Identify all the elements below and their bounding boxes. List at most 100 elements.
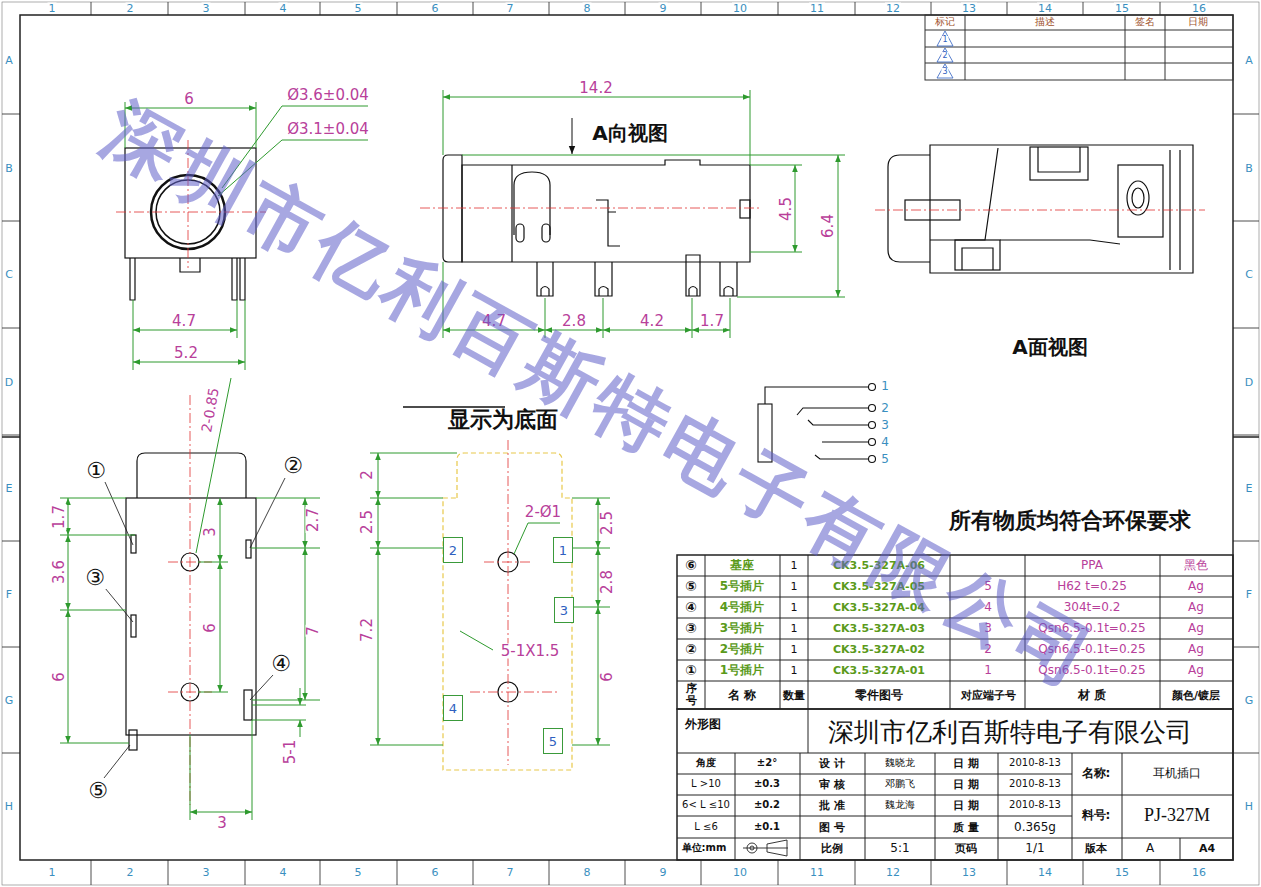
title-block-cell: 比例 — [820, 843, 844, 854]
side-view — [420, 118, 760, 296]
grid-reference: 1 — [48, 3, 57, 14]
table-cell: CK3.5-327A-04 — [832, 602, 926, 613]
grid-reference: A — [1244, 55, 1254, 66]
dimension-line — [68, 498, 69, 535]
title-block-cell: PJ-327M — [1143, 806, 1211, 824]
circuit-schematic — [869, 384, 876, 391]
title-block-cell: 耳机插口 — [1152, 767, 1202, 779]
table-cell: PPA — [1080, 559, 1104, 571]
grid-reference: 8 — [583, 3, 592, 14]
title-block-cell: 2010-8-13 — [1008, 758, 1062, 768]
revision-table — [925, 15, 1233, 80]
terminal-number: 2 — [880, 402, 890, 414]
table-cell: 304t=0.2 — [1063, 601, 1122, 613]
table-cell: ① — [684, 663, 698, 677]
dimension-line — [300, 720, 301, 737]
revision-number: 1 — [941, 36, 948, 44]
table-cell: 基座 — [729, 559, 755, 571]
dimension: 6.4 — [821, 213, 836, 239]
table-cell: 1 — [983, 664, 993, 676]
dimension-line — [598, 607, 599, 745]
title-block-cell: 魏晓龙 — [884, 758, 916, 768]
dimension-line — [370, 453, 610, 745]
grid-reference: 4 — [279, 3, 288, 14]
top-view — [137, 453, 246, 498]
revision-table — [937, 31, 953, 78]
title-block — [677, 774, 1233, 838]
dimension-line — [218, 106, 368, 196]
top-view — [126, 498, 256, 735]
sheet-frame — [1233, 114, 1259, 753]
grid-reference: 5 — [354, 867, 363, 878]
dimension-line — [443, 330, 545, 331]
table-cell: 1号插片 — [719, 664, 765, 676]
table-cell: 4号插片 — [719, 601, 765, 613]
title-block-cell: 设 计 — [818, 758, 846, 769]
title-block-cell: 深圳市亿利百斯特电子有限公司 — [827, 719, 1193, 745]
grid-reference: 14 — [1037, 867, 1053, 878]
grid-reference: D — [4, 377, 14, 388]
dimension-line — [196, 378, 231, 553]
table-cell: 3 — [983, 622, 993, 634]
table-cell: ③ — [684, 621, 698, 635]
table-cell: Ag — [1187, 664, 1205, 676]
terminal-number: 5 — [880, 453, 890, 465]
dimension: Ø3.6±0.04 — [286, 88, 370, 103]
parts-table — [705, 555, 1160, 709]
grid-reference: 14 — [1037, 3, 1053, 14]
dimension: 14.2 — [578, 81, 613, 96]
title-block-cell: 6< L ≤10 — [681, 800, 731, 810]
title-block-cell: 审 核 — [818, 779, 846, 790]
table-cell: 5 — [983, 580, 993, 592]
grid-reference: 16 — [1191, 3, 1207, 14]
callout-number: ① — [85, 460, 107, 482]
grid-reference: 10 — [732, 3, 748, 14]
grid-reference: 4 — [279, 867, 288, 878]
face-view — [875, 145, 1205, 273]
grid-reference: 8 — [583, 867, 592, 878]
dimension: 7.2 — [360, 617, 375, 643]
bottom-view — [443, 440, 572, 770]
table-cell: Qsn6.5-0.1t=0.25 — [1037, 664, 1146, 676]
dimension-line — [68, 535, 69, 610]
dimension: 7 — [306, 625, 321, 637]
grid-reference: D — [1244, 377, 1254, 388]
title-block-cell: 邓鹏飞 — [884, 779, 916, 789]
side-view — [443, 155, 462, 262]
dimension-line — [443, 90, 845, 338]
top-view — [131, 535, 136, 553]
face-view — [888, 155, 930, 262]
side-view — [720, 262, 737, 296]
table-cell: 1 — [790, 602, 799, 613]
pin-pad: 3 — [554, 597, 574, 623]
sheet-frame — [91, 860, 1160, 885]
title-block-cell: 0.365g — [1013, 821, 1057, 833]
watermark: 深圳市亿利百斯特电子有限公司 — [91, 91, 1108, 700]
title-block-cell: ±0.2 — [753, 800, 781, 810]
grid-reference: 2 — [126, 3, 135, 14]
dimension-line — [598, 548, 599, 607]
table-cell: CK3.5-327A-06 — [832, 560, 926, 571]
circuit-schematic — [869, 439, 876, 446]
title-block-cell: 批 准 — [818, 800, 846, 811]
title-block-cell: ±2° — [756, 758, 778, 768]
grid-reference: C — [4, 269, 14, 280]
title-block-cell: 日 期 — [952, 758, 980, 769]
table-cell: 3号插片 — [719, 622, 765, 634]
dimension-line — [692, 330, 730, 331]
table-cell: 数量 — [782, 690, 806, 701]
title-block-cell: A4 — [1198, 843, 1216, 854]
grid-reference: 12 — [885, 3, 901, 14]
grid-reference: 11 — [809, 3, 825, 14]
table-cell: CK3.5-327A-02 — [832, 644, 926, 655]
grid-reference: A — [4, 55, 14, 66]
dimension-line — [133, 362, 245, 363]
dimension: 2 — [360, 469, 375, 481]
side-view — [516, 224, 524, 242]
pin-number: 2 — [449, 544, 457, 557]
grid-reference: 2 — [126, 867, 135, 878]
title-block-cell: 图 号 — [818, 822, 846, 833]
table-cell: 2 — [983, 643, 993, 655]
dimension: 2.8 — [600, 569, 615, 595]
grid-reference: 7 — [506, 3, 515, 14]
